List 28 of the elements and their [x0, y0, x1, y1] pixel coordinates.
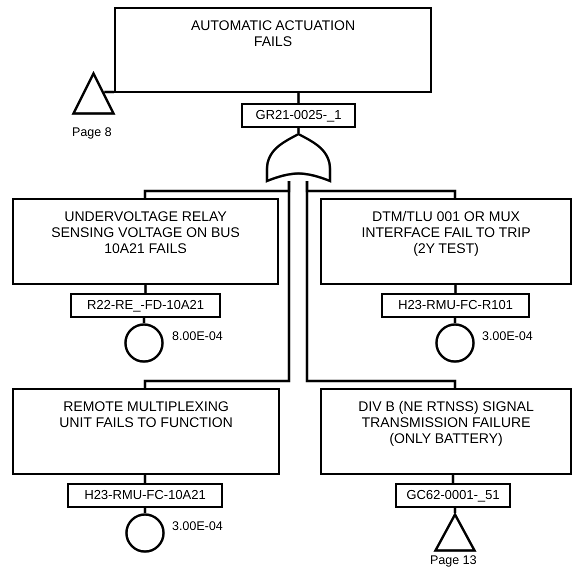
beside-text: Page 8	[72, 125, 112, 139]
beside-text: Page 13	[430, 553, 477, 567]
event-box: REMOTE MULTIPLEXING UNIT FAILS TO FUNCTION	[12, 388, 280, 475]
connector-line	[306, 181, 456, 388]
event-box: DTM/TLU 001 OR MUX INTERFACE FAIL TO TRIP (2Y TEST)	[320, 198, 572, 285]
connector-line	[104, 90, 114, 94]
connector-line	[144, 285, 147, 293]
connector-line	[454, 285, 457, 293]
event-id-tag: H23-RMU-FC-10A21	[67, 483, 223, 508]
connector-line	[144, 181, 290, 388]
connector-line	[452, 475, 454, 483]
event-box: DIV B (NE RTNSS) SIGNAL TRANSMISSION FAILURE (ONLY BATTERY)	[320, 388, 572, 475]
connector-line	[454, 318, 456, 323]
event-id-tag: H23-RMU-FC-R101	[381, 293, 530, 318]
connector-line	[144, 508, 146, 513]
connector-line	[144, 475, 146, 483]
event-id-tag: R22-RE_-FD-10A21	[70, 293, 221, 318]
connector-line	[297, 128, 300, 133]
beside-text: 8.00E-04	[172, 329, 223, 343]
beside-text: 3.00E-04	[482, 329, 533, 343]
event-id-tag: GR21-0025-_1	[241, 103, 356, 128]
beside-text: 3.00E-04	[172, 519, 223, 533]
event-id-tag: GC62-0001-_51	[395, 483, 511, 508]
event-box: UNDERVOLTAGE RELAY SENSING VOLTAGE ON BUS 10A21 FAILS	[12, 198, 279, 285]
event-box: AUTOMATIC ACTUATION FAILS	[114, 7, 432, 93]
connector-line	[297, 93, 300, 103]
connector-line	[454, 508, 456, 513]
connector-line	[142, 318, 146, 323]
